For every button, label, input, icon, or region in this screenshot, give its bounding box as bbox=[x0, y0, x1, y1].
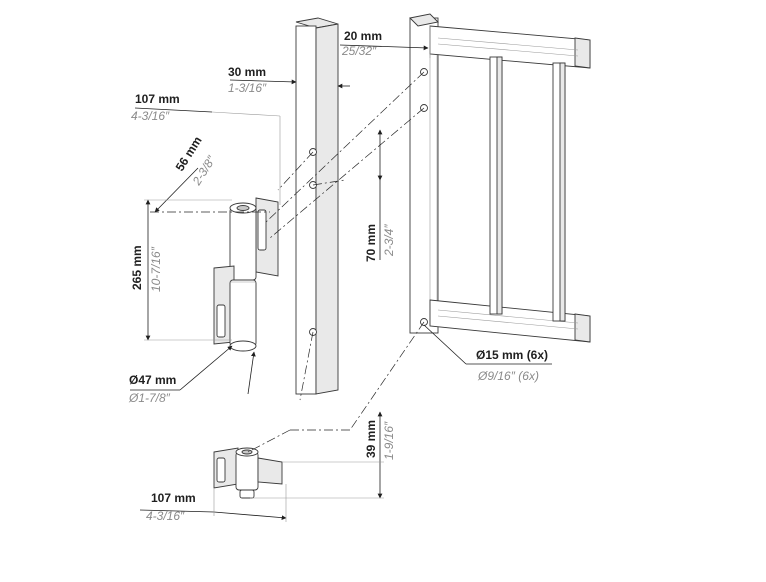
label-dia47mm: Ø47 mm bbox=[129, 373, 176, 387]
gate-frame bbox=[409, 13, 591, 343]
label-30mm: 30 mm bbox=[228, 65, 266, 79]
lower-hinge bbox=[213, 447, 283, 499]
label-70mm: 70 mm bbox=[364, 224, 378, 262]
label-2-3-4in: 2-3/4″ bbox=[382, 224, 396, 257]
label-25-32in: 25/32″ bbox=[341, 44, 377, 58]
label-dia9-16in: Ø9/16″ (6x) bbox=[477, 369, 539, 383]
gate-bottom-rail bbox=[429, 299, 591, 343]
label-1-9-16in: 1-9/16″ bbox=[382, 421, 396, 460]
gate-top-rail bbox=[429, 25, 591, 69]
gate-stile bbox=[409, 17, 439, 334]
label-dia15mm: Ø15 mm (6x) bbox=[476, 348, 548, 362]
label-1-3-16in: 1-3/16″ bbox=[228, 81, 267, 95]
dimension-lines bbox=[130, 26, 552, 522]
label-4-3-16in-bottom: 4-3/16″ bbox=[146, 509, 185, 523]
gate-post bbox=[295, 17, 339, 395]
upper-hinge bbox=[213, 197, 279, 352]
gate-pickets bbox=[489, 56, 566, 322]
label-107mm-top: 107 mm bbox=[135, 92, 180, 106]
label-20mm: 20 mm bbox=[344, 29, 382, 43]
alignment-lines bbox=[150, 71, 425, 453]
label-dia1-7-8in: Ø1-7/8″ bbox=[128, 391, 171, 405]
label-4-3-16in-top: 4-3/16″ bbox=[131, 109, 170, 123]
label-10-7-16in: 10-7/16″ bbox=[149, 246, 163, 292]
label-265mm: 265 mm bbox=[130, 245, 144, 290]
label-107mm-bottom: 107 mm bbox=[151, 491, 196, 505]
label-39mm: 39 mm bbox=[364, 420, 378, 458]
